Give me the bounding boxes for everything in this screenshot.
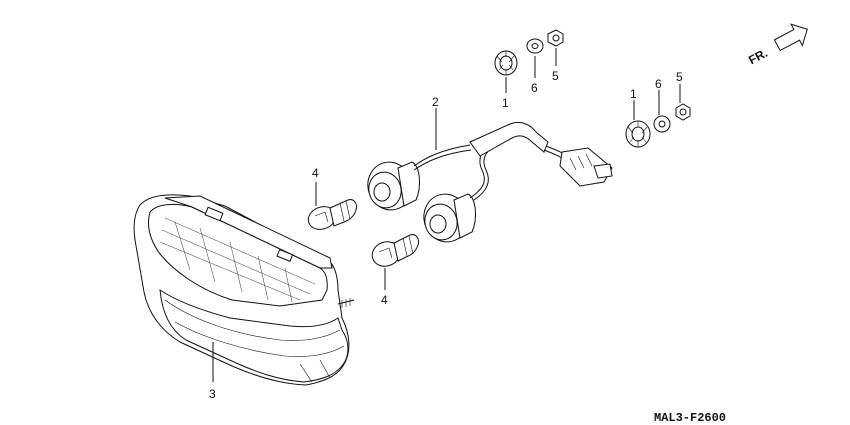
grommet-right: 1 (625, 87, 651, 148)
socket-harness: 2 (367, 95, 613, 243)
callout-harness: 2 (432, 95, 439, 109)
washer-top: 6 (526, 38, 544, 95)
nut-right: 5 (675, 70, 691, 121)
grommet-top: 1 (494, 50, 518, 110)
bulb-lower: 4 (371, 234, 419, 307)
figure-code: MAL3-F2600 (654, 411, 726, 425)
callout-bulb-lower: 4 (381, 293, 388, 307)
socket-upper (367, 161, 420, 211)
callout-nut-right: 5 (676, 70, 683, 84)
tail-lamp-housing: 3 (133, 194, 355, 401)
bulb-upper: 4 (307, 166, 357, 230)
callout-nut-top: 5 (552, 69, 559, 83)
callout-lamp-housing: 3 (209, 387, 216, 401)
socket-lower (423, 193, 476, 243)
callout-grommet-top: 1 (502, 96, 509, 110)
callout-bulb-upper: 4 (312, 166, 319, 180)
callout-grommet-right: 1 (630, 87, 637, 101)
washer-right: 6 (653, 77, 671, 133)
nut-top: 5 (547, 29, 564, 83)
callout-washer-top: 6 (531, 81, 538, 95)
callout-washer-right: 6 (655, 77, 662, 91)
front-direction-label: FR. (746, 46, 770, 67)
front-direction-arrow: FR. (746, 23, 808, 67)
